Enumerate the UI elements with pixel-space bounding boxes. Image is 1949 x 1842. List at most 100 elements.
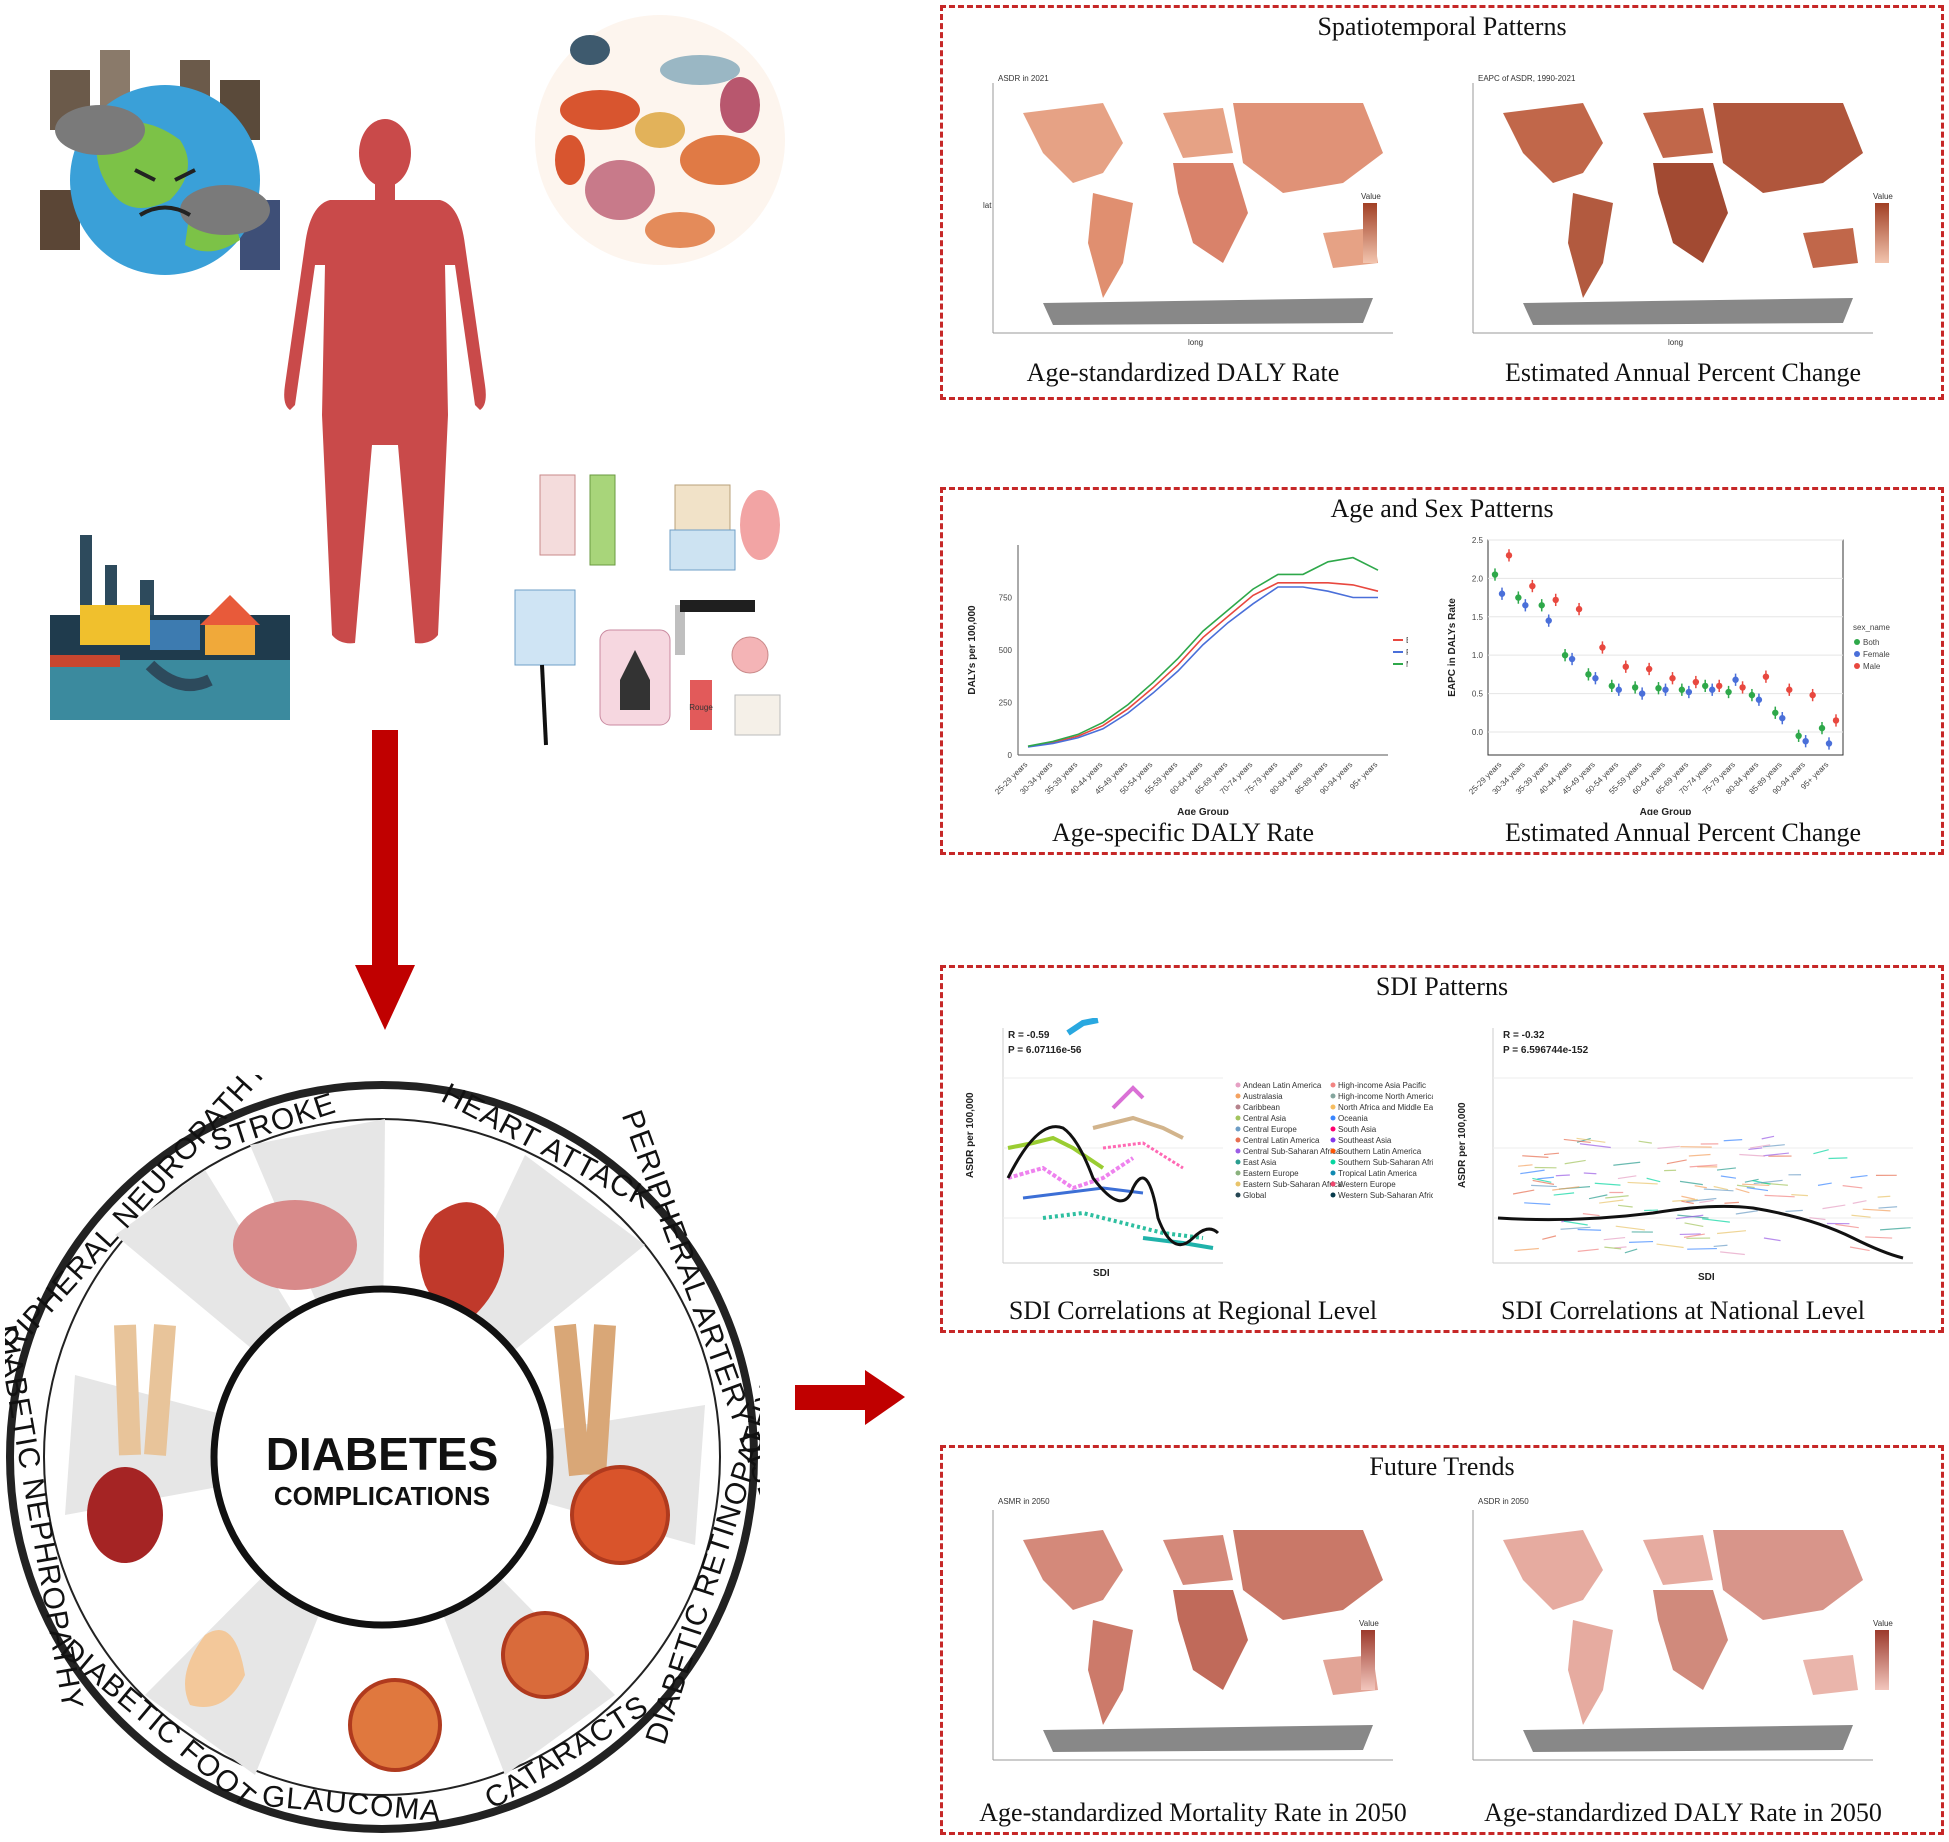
legend-swatch [1330, 1137, 1336, 1143]
legend-swatch [1330, 1148, 1336, 1154]
country-trajectory [1583, 1172, 1597, 1175]
data-point-both [1725, 688, 1732, 696]
country-trajectory [1577, 1228, 1602, 1231]
r-value: R = -0.59 [1008, 1030, 1050, 1041]
country-trajectory [1672, 1198, 1698, 1202]
country-trajectory [1518, 1164, 1533, 1167]
legend-swatch [1854, 663, 1860, 669]
country-trajectory [1594, 1182, 1621, 1186]
p-value: P = 6.596744e-152 [1503, 1045, 1589, 1056]
country-trajectory [1683, 1233, 1705, 1238]
y-axis-label: EAPC in DALYs Rate [1447, 598, 1458, 697]
legend-label: Female [1406, 648, 1408, 657]
country-trajectory [1688, 1153, 1711, 1157]
country-trajectory [1720, 1251, 1745, 1256]
country-trajectory [1694, 1185, 1707, 1189]
data-point-male [1692, 678, 1700, 686]
x-axis-label: Age Group [1177, 807, 1229, 815]
cosmetics-illustration: Rouge [514, 474, 781, 746]
x-axis-label: long [1188, 338, 1203, 347]
y-tick-label: 250 [999, 699, 1013, 708]
y-tick-label: 1.5 [1472, 613, 1484, 622]
seafood-illustration [535, 15, 785, 265]
country-trajectory [1736, 1184, 1755, 1189]
panel-title: Spatiotemporal Patterns [1317, 12, 1567, 41]
legend-label: Eastern Sub-Saharan Africa [1243, 1180, 1343, 1189]
legend-swatch [1235, 1181, 1241, 1187]
legend-label: Caribbean [1243, 1103, 1280, 1112]
polluted-earth-illustration [40, 50, 280, 275]
y-tick-label: 2.0 [1472, 574, 1484, 583]
down-arrow-icon [355, 730, 415, 1030]
sdi-panel: SDI Patterns R = -0.59 P = 6.07116e-56 S… [940, 965, 1944, 1333]
country-trajectory [1748, 1147, 1763, 1151]
data-point-female [1568, 655, 1576, 663]
country-trajectory [1617, 1204, 1633, 1208]
map-title: EAPC of ASDR, 1990-2021 [1478, 74, 1576, 83]
data-point-male [1645, 665, 1653, 673]
country-trajectory [1880, 1227, 1911, 1231]
y-tick-label: 500 [999, 646, 1013, 655]
legend-swatch [1330, 1093, 1336, 1099]
data-point-male [1505, 552, 1513, 559]
country-trajectory [1735, 1188, 1750, 1194]
data-point-both [1702, 682, 1709, 690]
sdi-national-chart: R = -0.32 P = 6.596744e-152 SDI ASDR per… [1457, 1028, 1913, 1283]
world-map-asdr-2050: ASDR in 2050 Value [1472, 1497, 1893, 1761]
eye-glaucoma-icon [348, 1678, 442, 1772]
data-point-both [1748, 691, 1756, 699]
wheel-title: DIABETES [266, 1428, 499, 1480]
country-trajectory [1717, 1230, 1747, 1235]
country-trajectory [1761, 1135, 1775, 1140]
country-trajectory [1702, 1218, 1730, 1223]
country-trajectory [1865, 1236, 1893, 1239]
legend-label: Western Sub-Saharan Africa [1338, 1191, 1433, 1200]
legend-label: Central Asia [1243, 1114, 1287, 1123]
legend-swatch [1235, 1148, 1241, 1154]
country-trajectory [1542, 1235, 1557, 1240]
country-trajectory [1543, 1152, 1560, 1156]
left-caption: Age-specific DALY Rate [1051, 818, 1315, 847]
world-map-asmr-2050: ASMR in 2050 Value [992, 1497, 1393, 1761]
country-trajectory [1599, 1199, 1624, 1204]
country-trajectory [1713, 1185, 1729, 1191]
country-trajectory [1563, 1138, 1591, 1144]
human-body-silhouette [284, 119, 486, 644]
country-trajectory [1723, 1139, 1743, 1142]
y-axis-label: ASDR per 100,000 [1457, 1102, 1468, 1188]
legend-swatch [1235, 1115, 1241, 1121]
country-trajectory [1753, 1179, 1783, 1185]
country-trajectory [1564, 1159, 1586, 1165]
country-trajectory [1638, 1140, 1652, 1144]
legend-label: Both [1406, 636, 1408, 645]
data-point-female [1709, 686, 1716, 693]
legend-label: Oceania [1338, 1114, 1368, 1123]
right-caption: Estimated Annual Percent Change [1505, 818, 1861, 847]
country-trajectory [1739, 1153, 1766, 1157]
country-trajectory [1532, 1177, 1552, 1183]
y-tick-label: 0.5 [1472, 690, 1484, 699]
country-trajectory [1552, 1186, 1580, 1191]
country-trajectory [1822, 1204, 1846, 1210]
country-trajectory [1850, 1174, 1868, 1179]
plot-frame [1487, 539, 1844, 756]
data-point-both [1772, 709, 1779, 716]
data-point-male [1529, 582, 1536, 590]
x-axis-label: SDI [1093, 1268, 1110, 1279]
country-trajectory [1615, 1225, 1645, 1231]
country-trajectory [1687, 1247, 1717, 1250]
country-trajectory [1724, 1201, 1739, 1204]
country-trajectory [1689, 1164, 1718, 1168]
legend-label: Central Latin America [1243, 1136, 1320, 1145]
country-trajectory [1531, 1184, 1557, 1188]
data-point-female [1825, 740, 1833, 747]
country-trajectory [1862, 1208, 1891, 1212]
data-point-male [1832, 717, 1840, 724]
country-trajectory [1613, 1161, 1641, 1166]
data-point-both [1585, 671, 1592, 678]
x-axis-label: SDI [1698, 1272, 1715, 1283]
data-point-male [1762, 673, 1770, 680]
data-point-female [1802, 737, 1809, 745]
data-point-male [1552, 596, 1559, 604]
